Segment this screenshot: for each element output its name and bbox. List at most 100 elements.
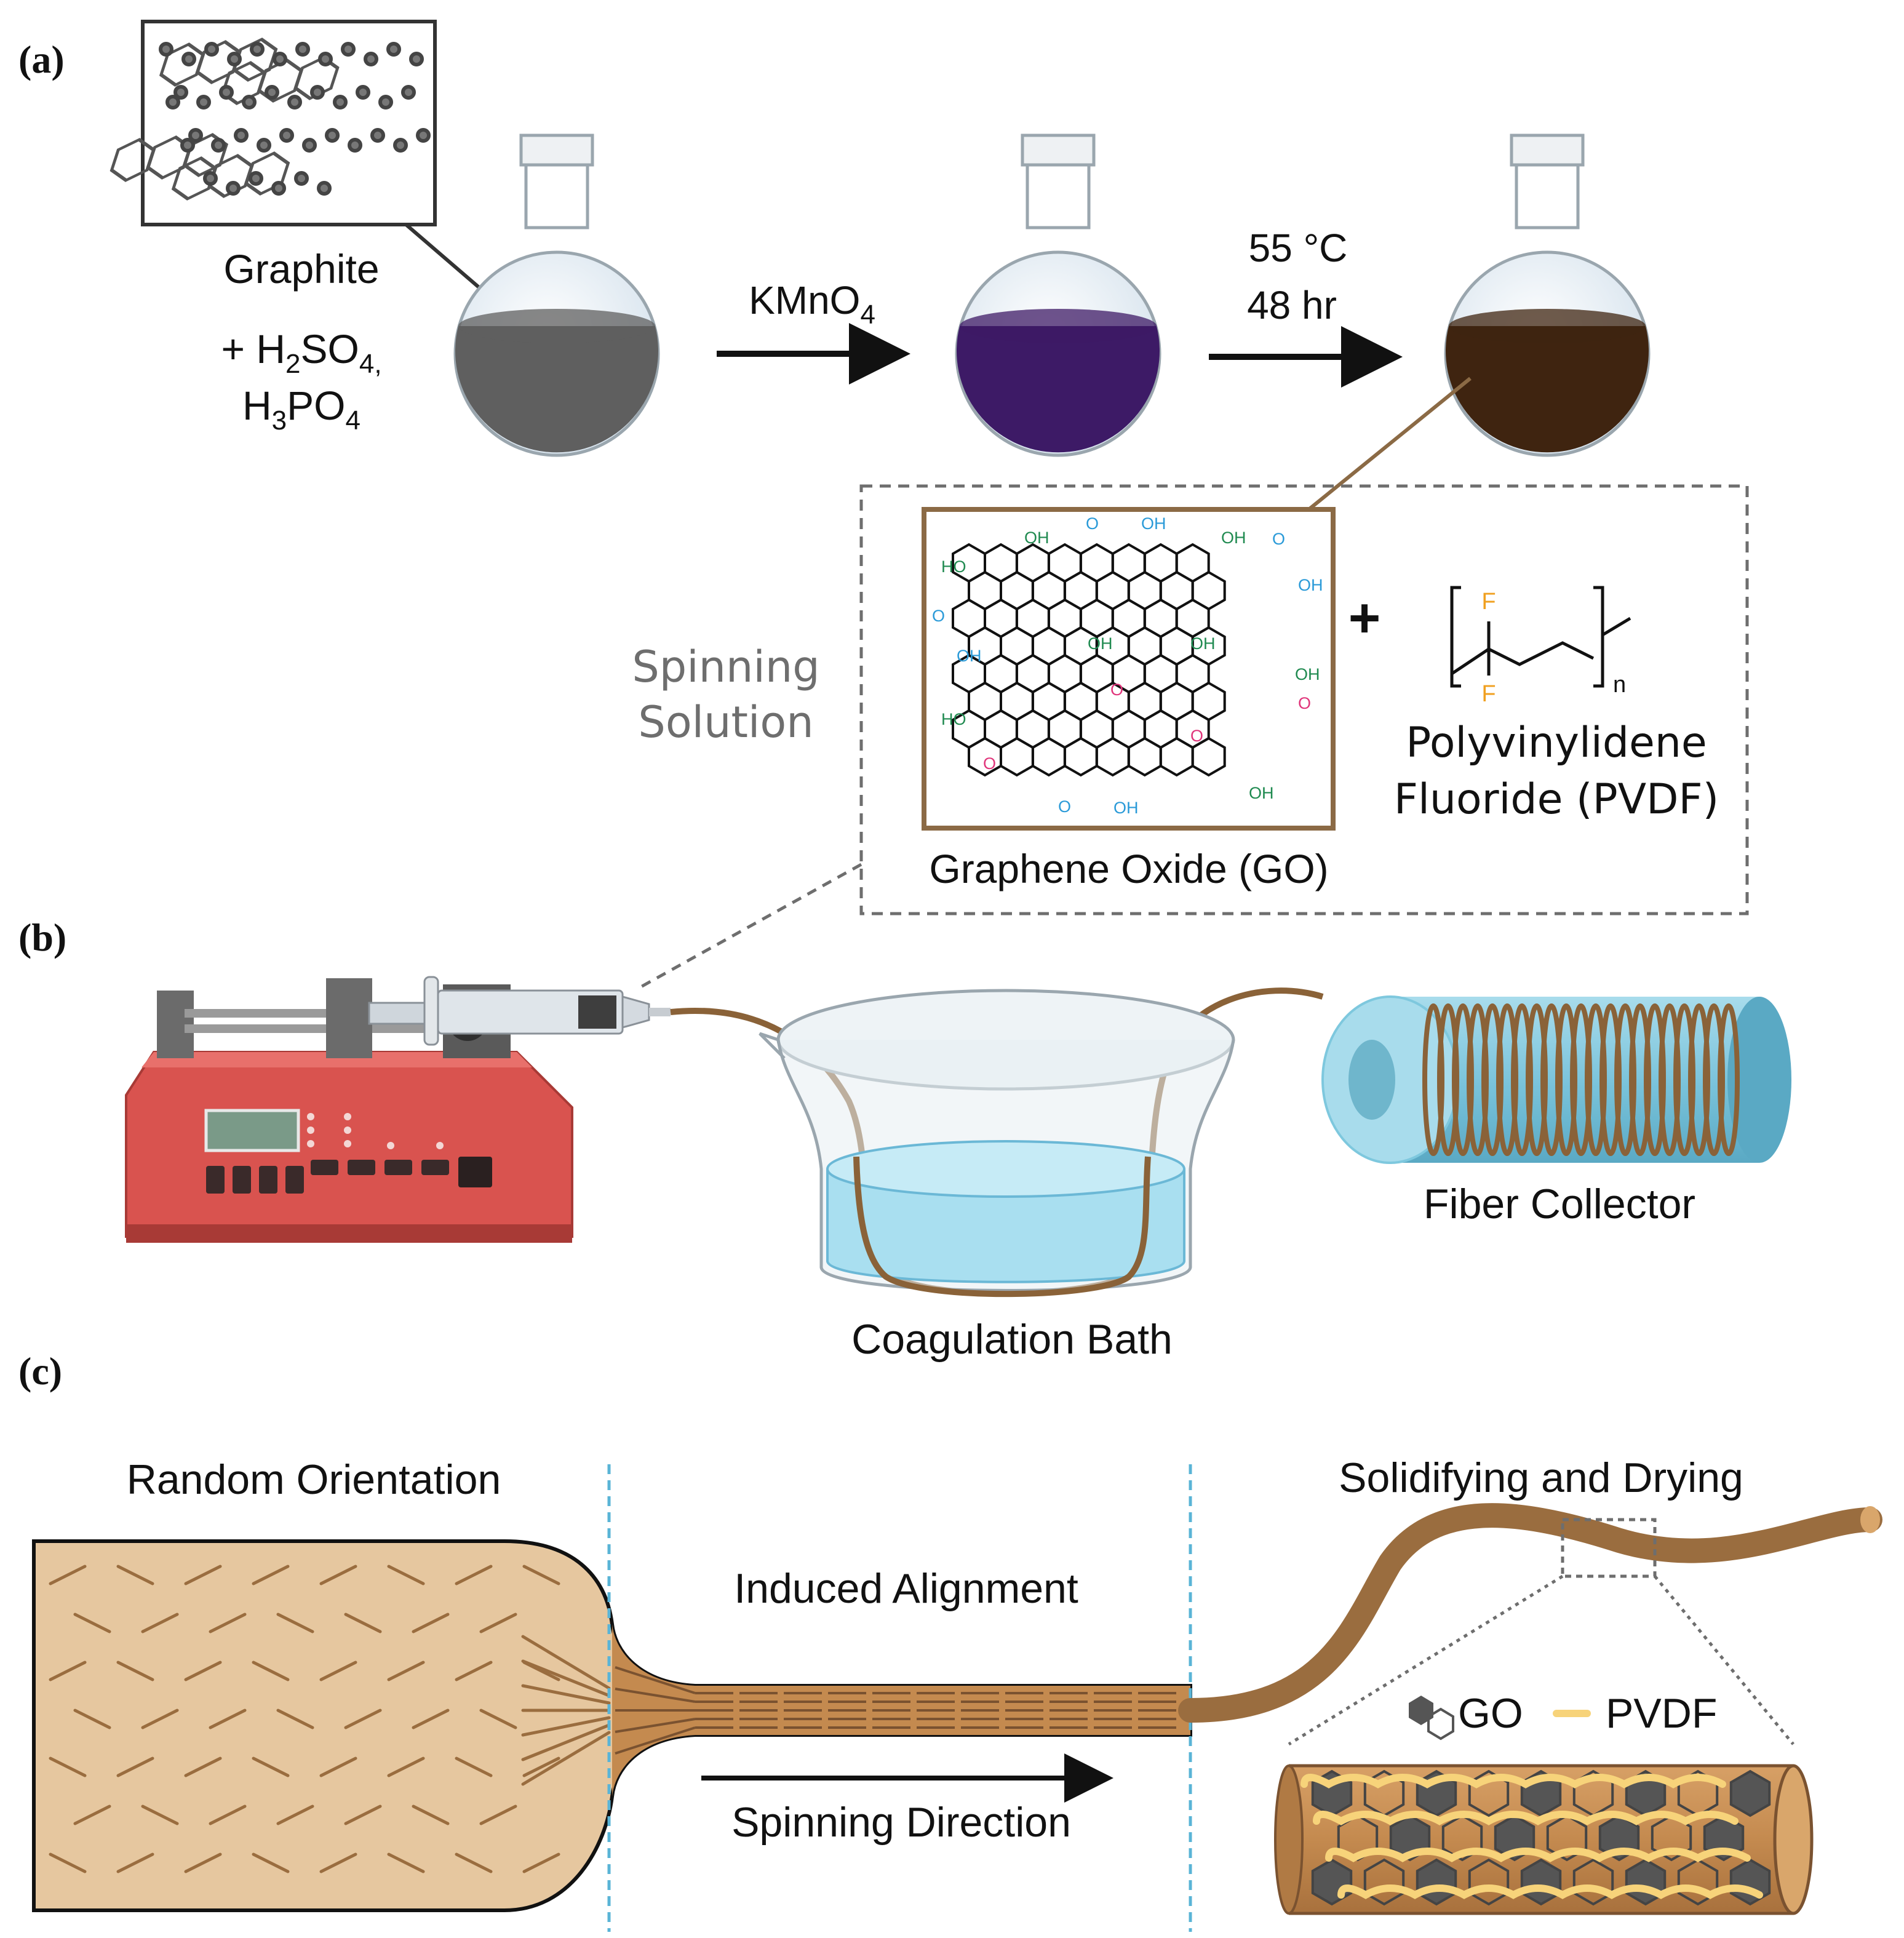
graphite-atom: [219, 85, 234, 100]
random-platelet: [412, 1804, 450, 1825]
graphite-atom: [287, 95, 302, 110]
random-platelet: [319, 1565, 357, 1585]
random-platelet: [141, 1613, 179, 1633]
go-platelet-filled: [1729, 1769, 1771, 1817]
random-platelet: [319, 1757, 357, 1777]
go-functional-group: OH: [1024, 528, 1050, 547]
flask-graphene-oxide: [1444, 134, 1651, 457]
acids-line-2: H3PO4: [242, 383, 360, 436]
induced-alignment-label: Induced Alignment: [734, 1565, 1078, 1612]
graphite-atom: [211, 138, 226, 153]
random-platelet: [252, 1852, 290, 1873]
go-functional-group: OH: [1113, 799, 1139, 817]
random-platelet: [455, 1565, 493, 1585]
acids-line-1: + H2SO4,: [221, 326, 381, 379]
random-platelet: [344, 1804, 382, 1825]
plus-sign: +: [1348, 588, 1381, 649]
go-functional-group: O: [1298, 694, 1311, 712]
random-platelet: [252, 1757, 290, 1777]
pvdf-label-1: Polyvinylidene: [1406, 719, 1707, 767]
flask-liquid: [957, 326, 1160, 453]
pvdf-fluorine-top: F: [1481, 589, 1496, 615]
syringe-pump: [125, 976, 671, 1243]
graphite-atom: [279, 128, 294, 143]
coagulation-bath-label: Coagulation Bath: [851, 1316, 1173, 1363]
pvdf-chain: [1301, 1774, 1726, 1788]
go-functional-group: OH: [1249, 784, 1274, 802]
go-functional-group: OH: [957, 647, 982, 665]
flask-liquid-surface: [1449, 309, 1646, 343]
legend-go-label: GO: [1458, 1690, 1523, 1737]
pvdf-chain: [1325, 1848, 1751, 1862]
graphite-atom: [271, 181, 286, 196]
random-platelet: [479, 1804, 517, 1825]
random-platelet: [49, 1565, 87, 1585]
go-label: Graphene Oxide (GO): [929, 846, 1328, 891]
go-functional-group: HO: [941, 557, 966, 576]
legend-go-swatch: [1409, 1696, 1454, 1741]
go-functional-group: OH: [1298, 576, 1323, 594]
go-platelet-outline: [1468, 1858, 1510, 1906]
graphite-atom: [204, 42, 219, 57]
converging-platelet: [521, 1659, 611, 1697]
random-platelet: [73, 1804, 111, 1825]
random-platelet: [184, 1757, 222, 1777]
zoom-line-left: [1288, 1574, 1564, 1746]
go-functional-group: O: [1086, 514, 1099, 533]
random-platelet: [412, 1709, 450, 1729]
graphite-atom: [242, 95, 257, 110]
converging-platelet: [521, 1731, 611, 1786]
pump-button: [233, 1166, 251, 1194]
kmno4-label: KMnO4: [749, 278, 875, 330]
pvdf-chain: [1313, 1811, 1739, 1825]
graphite-atom: [364, 52, 378, 66]
graphite-atom: [310, 85, 325, 100]
go-functional-group: OH: [1295, 665, 1320, 684]
graphite-atom: [273, 52, 287, 66]
random-orientation-label: Random Orientation: [127, 1456, 501, 1503]
random-platelet: [209, 1613, 247, 1633]
go-platelet-outline: [1363, 1858, 1405, 1906]
go-functional-group: OH: [1141, 514, 1166, 533]
go-functional-group: O: [983, 754, 996, 773]
duration-label: 48 hr: [1247, 283, 1337, 327]
graphite-atom: [265, 85, 279, 100]
random-platelet: [522, 1852, 560, 1873]
graphite-atom: [409, 52, 424, 66]
random-platelet: [141, 1709, 179, 1729]
zoom-selection-box: [1561, 1518, 1657, 1578]
legend-pvdf-label: PVDF: [1606, 1690, 1717, 1737]
random-platelet: [455, 1852, 493, 1873]
spinning-solution-box: [859, 484, 1749, 915]
panel-label-a: (a): [18, 38, 65, 81]
go-platelet-outline: [1441, 1814, 1483, 1862]
go-structure-frame: [922, 507, 1336, 831]
random-platelet: [49, 1757, 87, 1777]
go-platelet-filled: [1729, 1858, 1771, 1906]
graphite-atom: [317, 181, 332, 196]
graphite-atom: [159, 42, 173, 57]
graphite-atom: [393, 138, 408, 153]
go-platelet-outline: [1651, 1814, 1692, 1862]
graphite-atom: [249, 171, 263, 186]
random-platelet: [412, 1613, 450, 1633]
dried-fiber: [1178, 1503, 1882, 1723]
panel-label-b: (b): [18, 915, 66, 959]
random-platelet: [252, 1565, 290, 1585]
temperature-label: 55 °C: [1249, 226, 1348, 270]
random-platelet: [479, 1709, 517, 1729]
graphite-atom: [295, 42, 310, 57]
pvdf-subscript-n: n: [1613, 672, 1626, 698]
random-platelet: [73, 1709, 111, 1729]
panel-label-c: (c): [18, 1349, 62, 1393]
pump-button: [206, 1166, 225, 1194]
graphite-atom: [401, 85, 416, 100]
go-platelet-filled: [1520, 1858, 1562, 1906]
go-functional-group: O: [1190, 727, 1203, 745]
pump-button: [348, 1160, 375, 1175]
coagulation-bath-beaker: [759, 989, 1235, 1292]
random-platelet: [252, 1661, 290, 1681]
pvdf-label-2: Fluoride (PVDF): [1394, 775, 1719, 824]
